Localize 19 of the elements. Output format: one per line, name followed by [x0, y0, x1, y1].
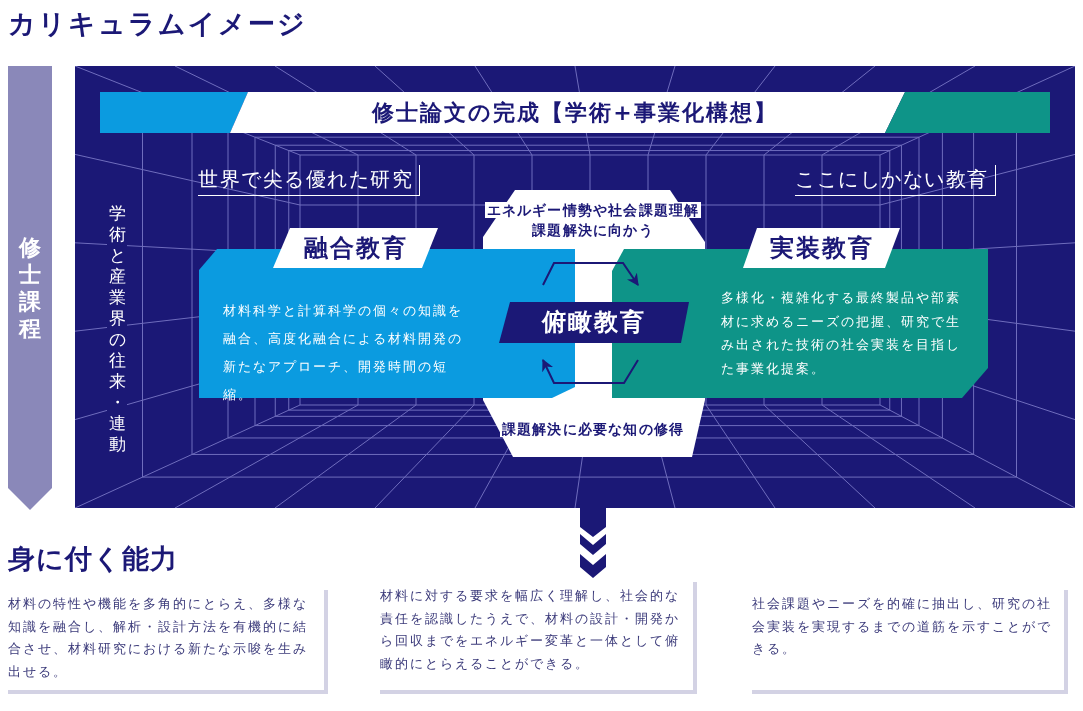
- overview-tag: 俯瞰教育: [499, 302, 689, 343]
- course-band: 修士課程: [8, 66, 52, 510]
- description-text: 材料科学と計算科学の個々の知識を融合、高度化融合による材料開発の新たなアプローチ、開発時間の短縮。: [223, 302, 464, 404]
- ability-card: 社会課題やニーズを的確に抽出し、研究の社会実装を実現するまでの道筋を示すことができる。: [752, 590, 1068, 694]
- heading-tab: 融合教育: [273, 228, 438, 268]
- theme-text: エネルギー情勢や社会課題理解: [484, 202, 702, 218]
- cycle-arrow: [542, 358, 639, 384]
- section-heading: 身に付く能力: [8, 542, 178, 576]
- column-caption: ここにしかない教育: [795, 165, 996, 196]
- cycle-arrow: [542, 262, 639, 286]
- vertical-caption: 学術と産業界の往来・連動: [107, 203, 127, 455]
- chevron-arrow: [580, 508, 606, 578]
- ability-card: 材料の特性や機能を多角的にとらえ、多様な知識を融合し、解析・設計方法を有機的に結合させ、材料研究における新たな示唆を生み出せる。: [8, 590, 328, 694]
- perspective-panel: [75, 66, 1075, 508]
- ability-card: 材料に対する要求を幅広く理解し、社会的な責任を認識したうえで、材料の設計・開発から回収までをエネルギー変革と一体として俯瞰的にとらえることができる。: [380, 582, 697, 694]
- column-caption: 世界で尖る優れた研究: [198, 165, 420, 196]
- page-title: カリキュラムイメージ: [8, 7, 307, 41]
- heading-tab: 実装教育: [743, 228, 900, 268]
- description-text: 多様化・複雑化する最終製品や部素材に求めるニーズの把握、研究で生み出された技術の社会実装を目指した事業化提案。: [721, 289, 962, 378]
